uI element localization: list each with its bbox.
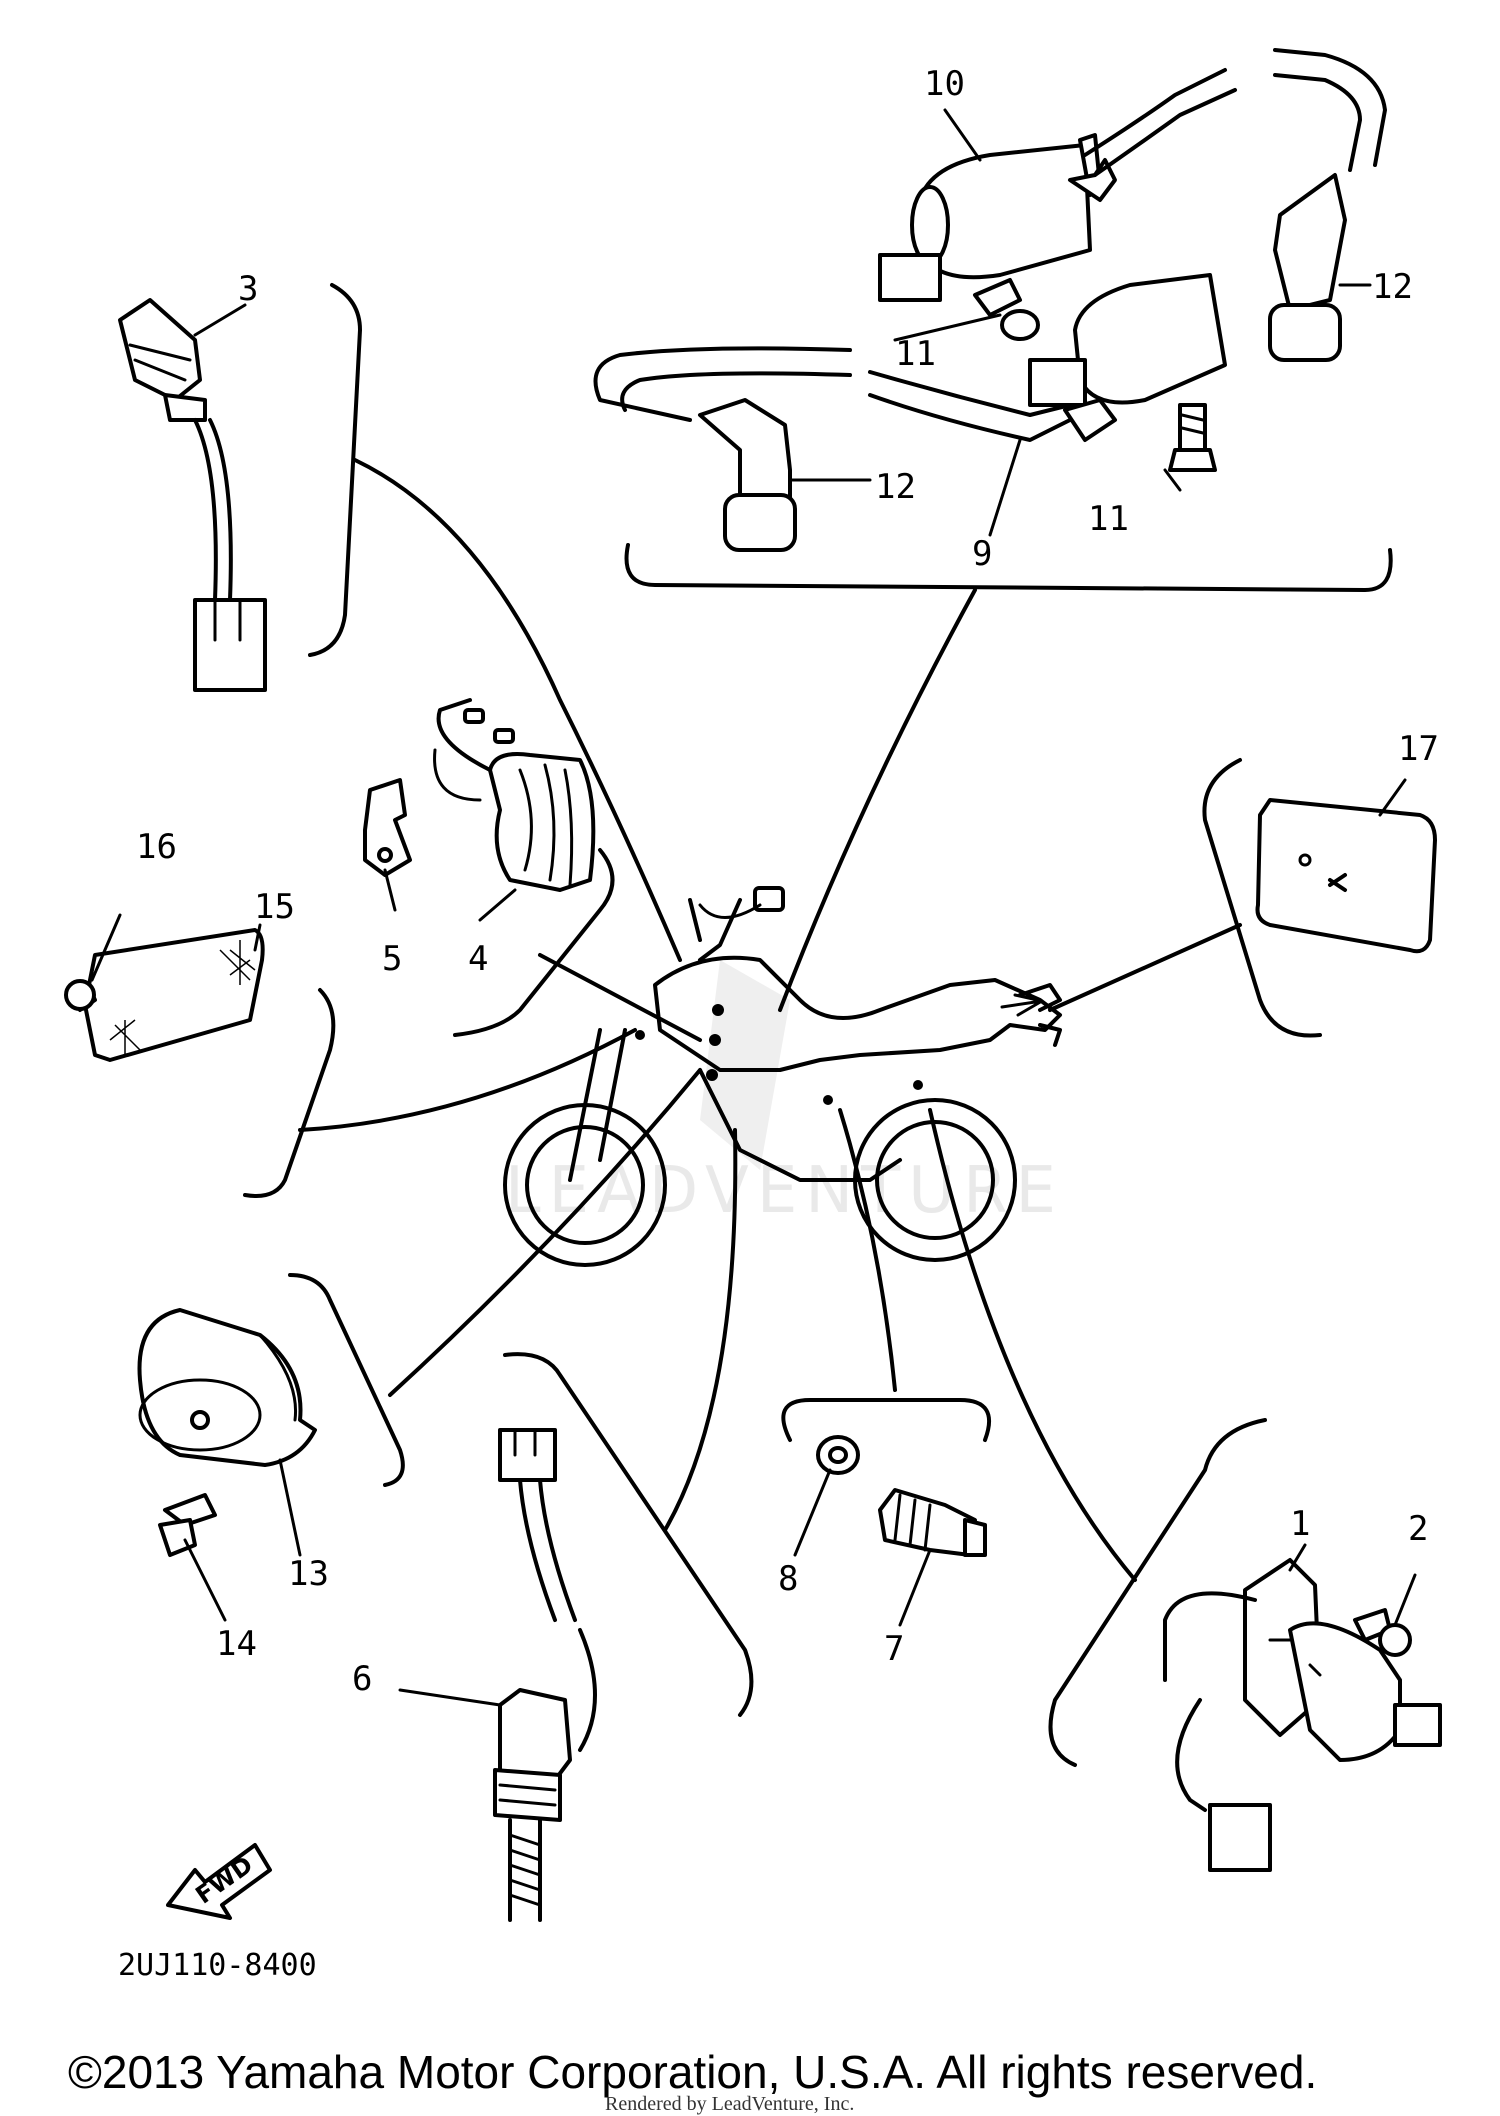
callout-leaders (90, 108, 1417, 1707)
leader-lines (298, 458, 1242, 1582)
part-8-washer (816, 1435, 860, 1475)
callout-12-right: 12 (1372, 267, 1413, 307)
rendered-by-text: Rendered by LeadVenture, Inc. (605, 2093, 854, 2115)
callout-3: 3 (238, 269, 258, 309)
callout-16: 16 (136, 827, 177, 867)
part-3-switch (118, 298, 267, 692)
part-9-ignition-coil (593, 273, 1227, 442)
callout-17: 17 (1398, 729, 1439, 769)
copyright-text: ©2013 Yamaha Motor Corporation, U.S.A. A… (68, 2046, 1317, 2098)
part-1-main-switch (1163, 1558, 1442, 1872)
callout-7: 7 (884, 1629, 904, 1669)
callout-14: 14 (216, 1624, 257, 1664)
callout-6: 6 (352, 1659, 372, 1699)
callout-12-left: 12 (875, 467, 916, 507)
part-4-relay (433, 698, 596, 892)
part-12-plug-caps (698, 173, 1347, 552)
callout-4: 4 (468, 939, 488, 979)
callout-5: 5 (382, 939, 402, 979)
part-17-reflector (1255, 798, 1437, 954)
callout-8: 8 (778, 1559, 798, 1599)
callout-10: 10 (924, 64, 965, 104)
part-10-ignition-coil (878, 48, 1387, 302)
callout-11-lower: 11 (1088, 499, 1129, 539)
part-6-switch (493, 1428, 597, 1922)
part-5-bracket (363, 778, 412, 877)
diagram-code: 2UJ110-8400 (118, 1948, 317, 1983)
group-brackets (243, 283, 1393, 1767)
motorcycle-silhouette (503, 886, 1062, 1267)
callout-11-upper: 11 (895, 334, 936, 374)
part-7-switch (878, 1488, 987, 1557)
part-11-bolts (973, 278, 1217, 472)
part-16-nut (64, 979, 96, 1011)
callout-2: 2 (1408, 1509, 1428, 1549)
fwd-arrow: FWD (166, 1843, 272, 1920)
callout-15: 15 (254, 887, 295, 927)
callout-13: 13 (288, 1554, 329, 1594)
callout-9: 9 (972, 534, 992, 574)
callout-1: 1 (1290, 1504, 1310, 1544)
callout-numbers: 1 2 3 4 5 6 7 8 9 10 11 11 12 12 13 14 1… (136, 64, 1439, 1699)
part-15-reflector (68, 928, 265, 1062)
part-13-horn (137, 1308, 317, 1467)
part-14-bolt (158, 1493, 217, 1557)
